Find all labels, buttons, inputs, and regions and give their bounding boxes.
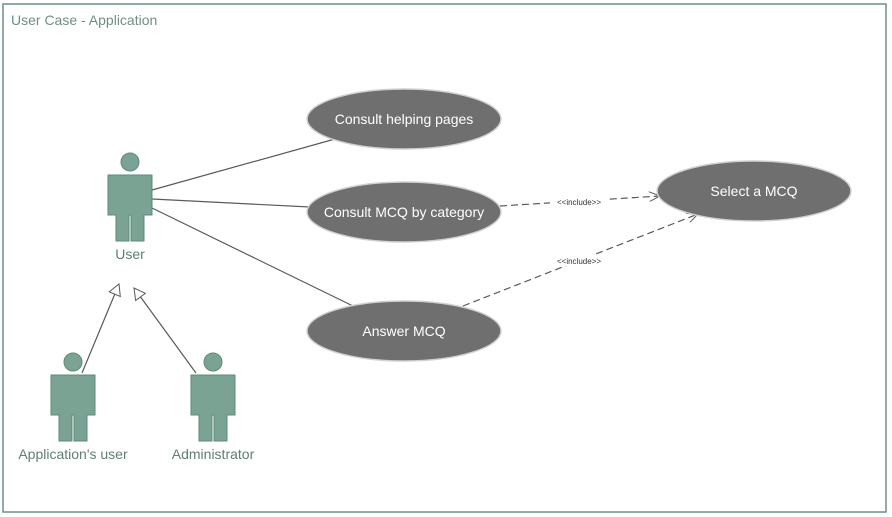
- diagram-title: User Case - Application: [11, 12, 157, 28]
- diagram-frame: [2, 3, 887, 513]
- include-label-1: <<include>>: [557, 198, 601, 207]
- association-user-helping-pages: [151, 138, 336, 191]
- actor-user-label: User: [115, 246, 145, 262]
- generalization-app-user: [81, 283, 121, 374]
- generalization-admin: [133, 287, 197, 374]
- actor-admin-label: Administrator: [172, 446, 255, 462]
- actor-app-user-label: Application's user: [18, 446, 128, 462]
- use-case-mcq-by-category-label: Consult MCQ by category: [324, 204, 484, 220]
- actor-user[interactable]: User: [107, 152, 153, 262]
- association-user-answer-mcq: [151, 207, 354, 307]
- association-user-mcq-by-category: [151, 198, 311, 208]
- actor-admin[interactable]: Administrator: [172, 352, 255, 462]
- use-case-answer-mcq[interactable]: Answer MCQ: [306, 300, 502, 362]
- generalization-lines: [81, 283, 197, 374]
- include-label-2: <<include>>: [557, 257, 601, 266]
- association-lines: [151, 138, 354, 307]
- use-case-mcq-by-category[interactable]: Consult MCQ by category: [306, 181, 502, 243]
- actor-app-user[interactable]: Application's user: [18, 352, 128, 462]
- use-case-answer-mcq-label: Answer MCQ: [362, 323, 445, 339]
- use-case-select-mcq[interactable]: Select a MCQ: [656, 160, 852, 222]
- actor-app-user-icon: [50, 352, 96, 442]
- use-case-select-mcq-label: Select a MCQ: [710, 183, 797, 199]
- actor-admin-icon: [190, 352, 236, 442]
- actor-user-icon: [107, 152, 153, 242]
- use-case-helping-pages[interactable]: Consult helping pages: [306, 88, 502, 150]
- use-case-helping-pages-label: Consult helping pages: [335, 111, 474, 127]
